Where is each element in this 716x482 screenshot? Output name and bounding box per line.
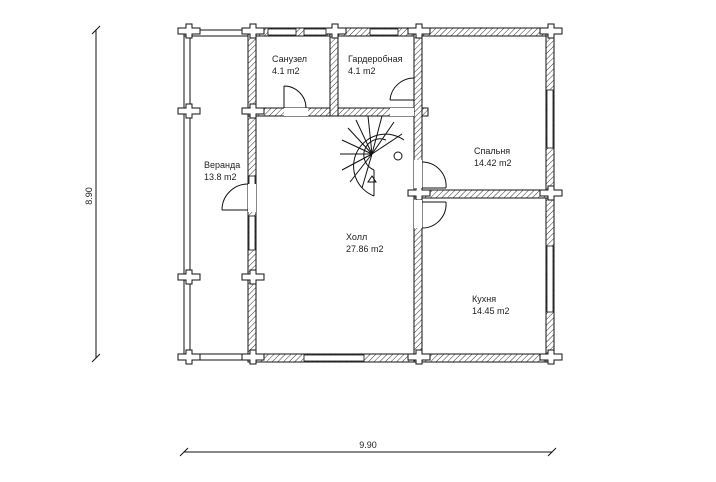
holl-area: 27.86 m2: [346, 244, 384, 254]
garderobnaya-area: 4.1 m2: [348, 66, 376, 76]
width-dimension-label: 9.90: [359, 440, 377, 450]
holl-name: Холл: [346, 232, 367, 242]
veranda-rail: [183, 29, 248, 361]
kuhnya-area: 14.45 m2: [472, 306, 510, 316]
veranda-name: Веранда: [204, 160, 240, 170]
sanuzel-area: 4.1 m2: [272, 66, 300, 76]
log-corners: [177, 23, 563, 365]
room-label-veranda: Веранда 13.8 m2: [204, 160, 240, 182]
horizontal-dimension: 9.90: [179, 440, 557, 457]
room-label-holl: Холл 27.86 m2: [346, 232, 384, 254]
kuhnya-name: Кухня: [472, 294, 496, 304]
room-label-sanuzel: Санузел 4.1 m2: [272, 54, 307, 76]
spalnya-name: Спальня: [474, 146, 510, 156]
room-label-spalnya: Спальня 14.42 m2: [474, 146, 512, 168]
veranda-area: 13.8 m2: [204, 172, 237, 182]
room-label-kuhnya: Кухня 14.45 m2: [472, 294, 510, 316]
room-label-garderobnaya: Гардеробная 4.1 m2: [348, 54, 403, 76]
spiral-staircase: [340, 115, 405, 197]
vertical-dimension: 8.90: [84, 25, 101, 363]
height-dimension-label: 8.90: [84, 187, 94, 205]
spalnya-area: 14.42 m2: [474, 158, 512, 168]
sanuzel-name: Санузел: [272, 54, 307, 64]
doors: [221, 77, 447, 229]
garderobnaya-name: Гардеробная: [348, 54, 403, 64]
